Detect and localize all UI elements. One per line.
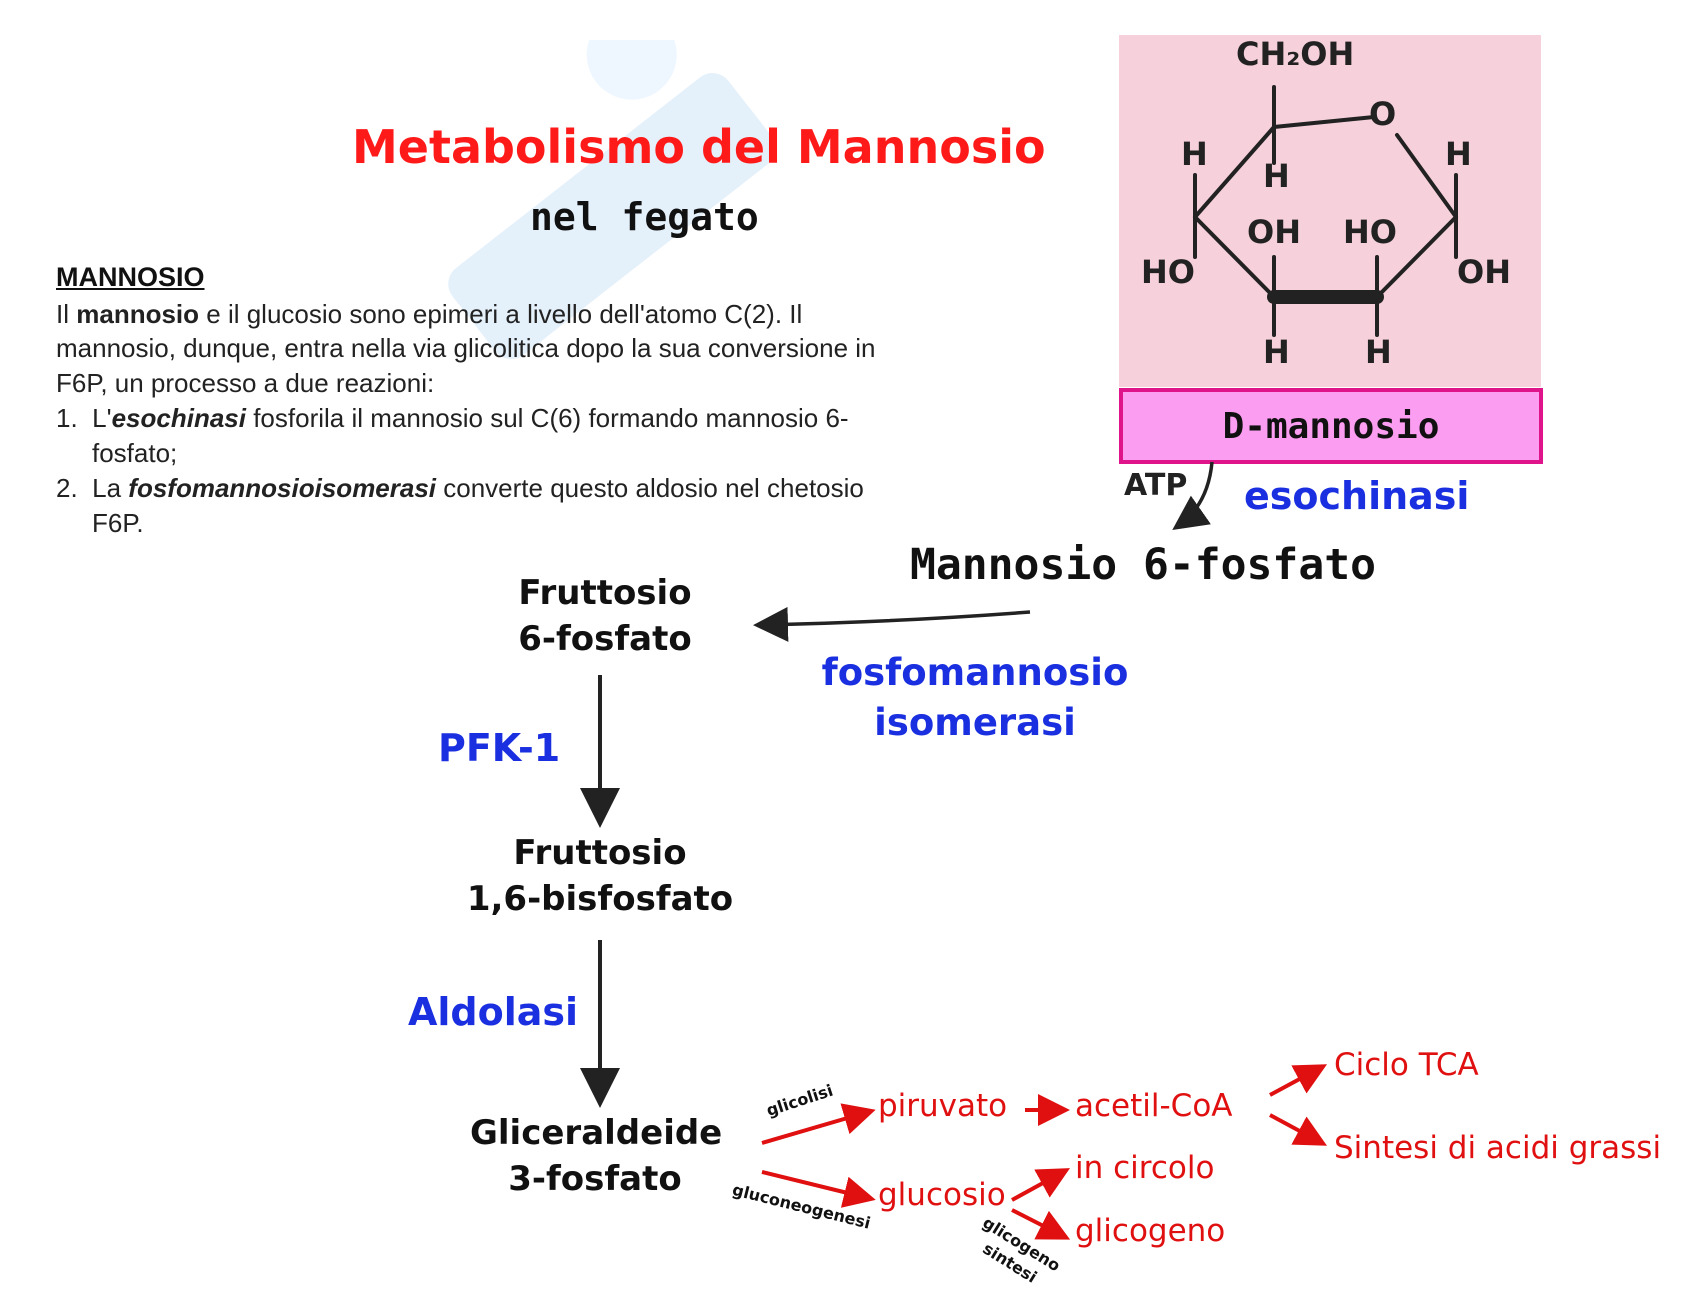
node-gliceraldeide-3-fosfato: Gliceraldeide 3-fosfato — [470, 1110, 723, 1202]
node-fruttosio-6-fosfato: Fruttosio 6-fosfato — [500, 570, 710, 662]
list-item-1: 1. L'esochinasi fosforila il mannosio su… — [56, 403, 849, 433]
esochinasi-label: esochinasi — [1244, 474, 1470, 518]
atom-oh-right: OH — [1457, 253, 1511, 291]
node-glucosio: glucosio — [878, 1177, 1006, 1213]
isomerase-arrow — [753, 606, 1031, 642]
isomerasi-label: fosfomannosio isomerasi — [820, 648, 1130, 748]
g3p-line-1: Gliceraldeide — [470, 1113, 723, 1153]
arrow-to-glicogeno — [1011, 1208, 1071, 1240]
fbp-line-1: Fruttosio — [513, 833, 687, 873]
atp-label: ATP — [1124, 468, 1188, 503]
page-title: Metabolismo del Mannosio — [352, 120, 1046, 174]
page-subtitle: nel fegato — [530, 195, 759, 239]
atom-ho-left: HO — [1141, 253, 1195, 291]
g3p-line-2: 3-fosfato — [508, 1159, 682, 1199]
list-item-1-cont: fosfato; — [92, 438, 178, 468]
atom-h-bottom-left: H — [1263, 333, 1290, 371]
watermark — [448, 40, 776, 360]
node-in-circolo: in circolo — [1075, 1150, 1215, 1186]
atom-ho-inner: HO — [1343, 213, 1397, 251]
f6p-line-2: 6-fosfato — [518, 619, 692, 659]
arrow-to-glucosio — [761, 1170, 876, 1208]
node-sintesi-acidi-grassi: Sintesi di acidi grassi — [1334, 1130, 1662, 1166]
text-heading: MANNOSIO — [56, 262, 205, 292]
atom-ch2oh: CH₂OH — [1236, 35, 1355, 73]
list-item-2-cont: F6P. — [92, 508, 144, 538]
arrow-to-piruvato — [761, 1103, 876, 1145]
atom-oh-inner: OH — [1247, 213, 1301, 251]
atom-ring-oxygen: O — [1369, 95, 1397, 133]
arrow-to-tca — [1269, 1064, 1328, 1097]
esochinasi-arrow — [1172, 461, 1214, 531]
text-line-2: mannosio, dunque, entra nella via glicol… — [56, 333, 876, 363]
node-acetil-coa: acetil-CoA — [1075, 1088, 1233, 1124]
atom-h-c1-left: H — [1181, 135, 1208, 173]
atom-h-right: H — [1445, 135, 1472, 173]
d-mannosio-label-box: D-mannosio — [1119, 388, 1543, 464]
node-ciclo-tca: Ciclo TCA — [1334, 1047, 1479, 1083]
atom-h-c5: H — [1263, 157, 1290, 195]
f6p-line-1: Fruttosio — [518, 573, 692, 613]
isomerasi-line-1: fosfomannosio — [821, 651, 1129, 694]
text-line-3: F6P, un processo a due reazioni: — [56, 368, 435, 398]
aldolasi-label: Aldolasi — [408, 990, 579, 1034]
node-mannosio-6-fosfato: Mannosio 6-fosfato — [910, 540, 1376, 590]
arrow-to-circolo — [1011, 1168, 1071, 1202]
mannose-structure-panel: CH₂OH O H H H OH HO HO OH H H — [1119, 35, 1541, 387]
node-fruttosio-bisfosfato: Fruttosio 1,6-bisfosfato — [450, 830, 750, 922]
node-glicogeno: glicogeno — [1075, 1213, 1226, 1249]
arrow-to-sintesi — [1269, 1113, 1328, 1146]
text-line-1: Il mannosio e il glucosio sono epimeri a… — [56, 299, 803, 329]
list-item-2: 2. La fosfomannosioisomerasi converte qu… — [56, 473, 864, 503]
d-mannosio-label: D-mannosio — [1222, 405, 1440, 447]
isomerasi-line-2: isomerasi — [874, 701, 1076, 744]
mannose-ring-drawing — [1193, 85, 1458, 337]
atom-h-bottom-right: H — [1365, 333, 1392, 371]
fbp-line-2: 1,6-bisfosfato — [466, 879, 734, 919]
pfk-label: PFK-1 — [438, 726, 561, 770]
node-piruvato: piruvato — [878, 1088, 1008, 1124]
